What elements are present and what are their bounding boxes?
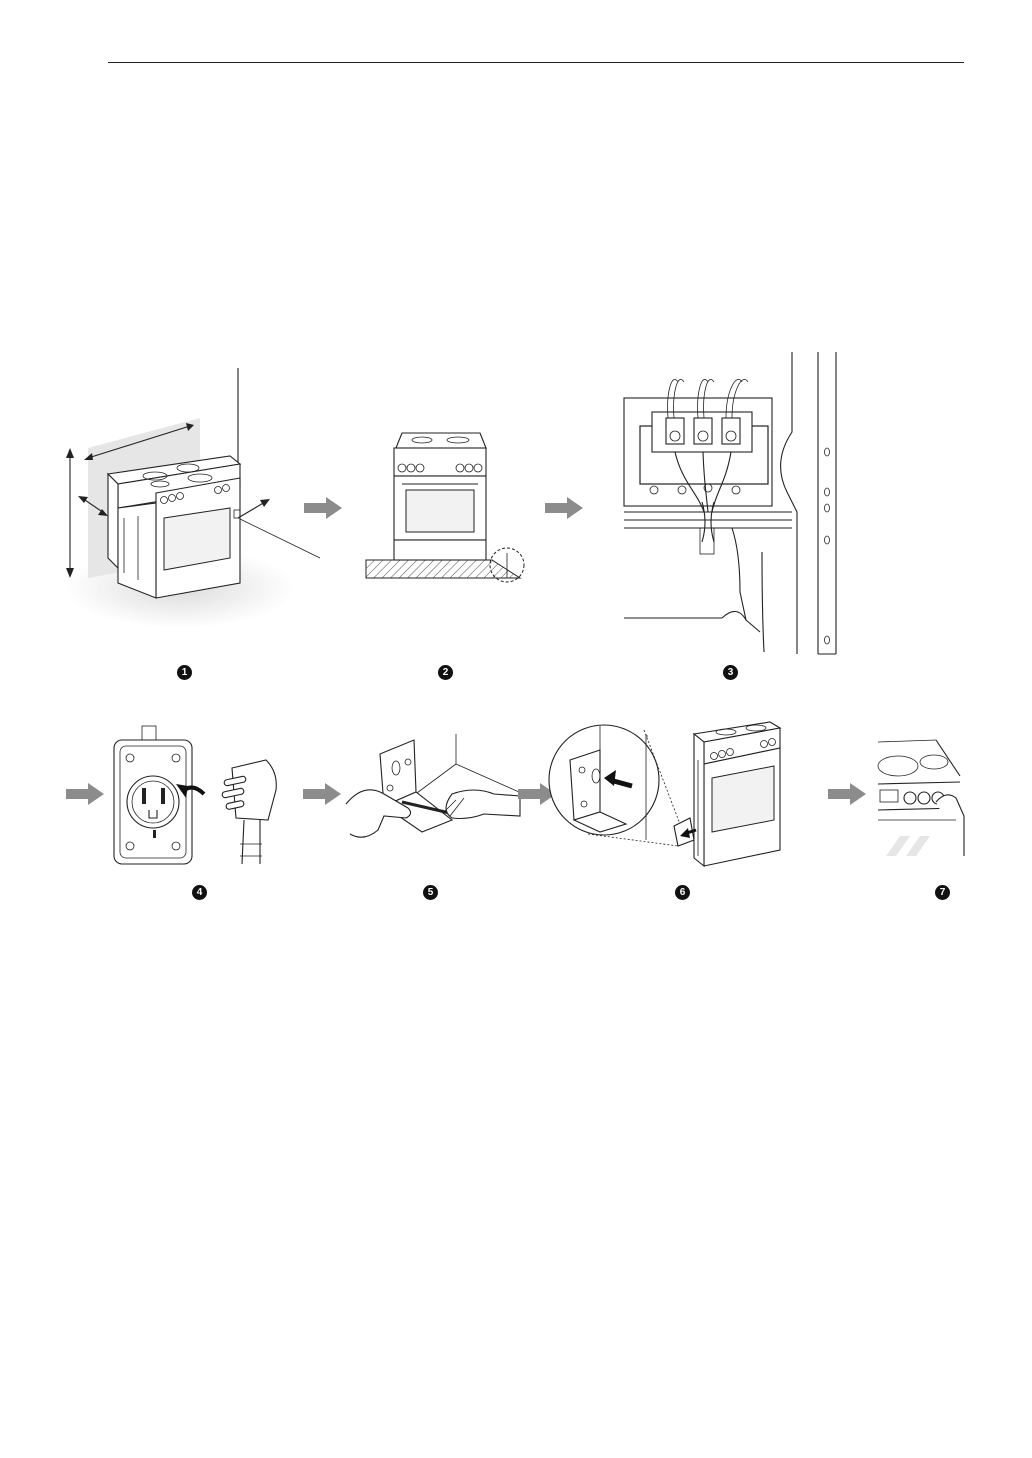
step-badge-1: 1 <box>177 665 192 680</box>
flow-arrow-1 <box>304 497 342 519</box>
figure-bracket-engage <box>548 720 818 876</box>
flow-arrow-2 <box>545 497 583 519</box>
step-badge-3: 3 <box>723 665 738 680</box>
flow-arrow-3 <box>66 783 104 805</box>
step-badge-4: 4 <box>192 885 207 900</box>
step-badge-2: 2 <box>438 665 453 680</box>
figure-outlet-plug <box>108 724 288 874</box>
header-rule <box>108 62 964 63</box>
arrow-right-icon <box>545 497 583 519</box>
arrow-right-icon <box>304 497 342 519</box>
flow-arrow-4 <box>303 783 341 805</box>
step-badge-6: 6 <box>675 885 690 900</box>
arrow-right-icon <box>303 783 341 805</box>
figure-terminal-block <box>622 352 842 658</box>
step-badge-5: 5 <box>423 885 438 900</box>
flow-arrow-6 <box>828 783 866 805</box>
figure-bracket-install <box>344 734 524 864</box>
step-badge-7: 7 <box>935 885 950 900</box>
figure-clearance <box>60 368 330 628</box>
arrow-right-icon <box>66 783 104 805</box>
figure-control-knob <box>876 736 968 860</box>
arrow-right-icon <box>828 783 866 805</box>
figure-level <box>362 428 532 588</box>
